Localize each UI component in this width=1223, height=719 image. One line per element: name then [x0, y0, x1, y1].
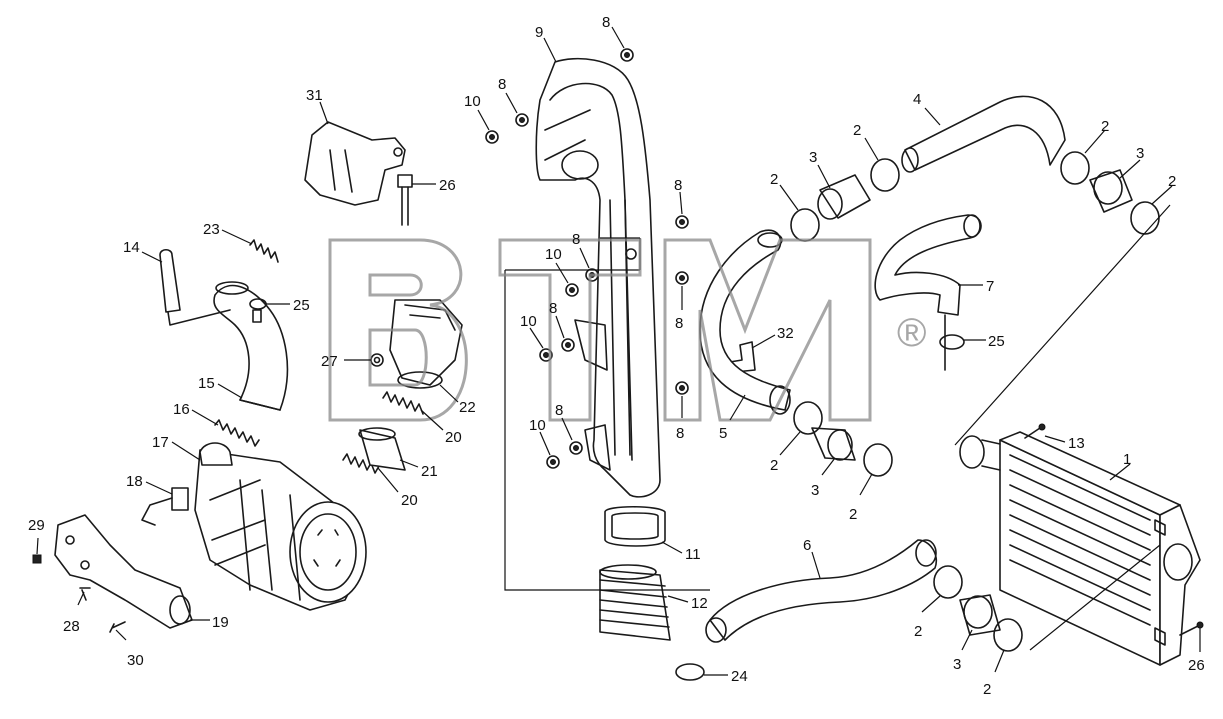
- part-21-coupling: [358, 427, 406, 471]
- callout-27: 27: [321, 353, 338, 370]
- part-16-clamp: [214, 419, 260, 447]
- callout-2g: 2: [914, 623, 922, 640]
- callout-2c: 2: [1101, 118, 1109, 135]
- part-8-10-fasteners: [485, 48, 689, 469]
- callout-10c: 10: [520, 313, 537, 330]
- part-3-coupling-b: [1089, 169, 1133, 213]
- callout-4: 4: [913, 91, 921, 108]
- callout-3c: 3: [811, 482, 819, 499]
- watermark-symbol: ®: [897, 311, 926, 355]
- callout-12: 12: [691, 595, 708, 612]
- part-24-clamp: [675, 663, 705, 681]
- callout-24: 24: [731, 668, 748, 685]
- part-3-coupling-c: [811, 427, 856, 461]
- callout-17: 17: [152, 434, 169, 451]
- callout-6: 6: [803, 537, 811, 554]
- callout-23: 23: [203, 221, 220, 238]
- callout-20b: 20: [401, 492, 418, 509]
- callout-14: 14: [123, 239, 140, 256]
- part-18-sensor: [141, 487, 189, 526]
- callout-7: 7: [986, 278, 994, 295]
- part-13-bolt: [1024, 423, 1046, 439]
- part-15-hose: [213, 281, 289, 411]
- part-2-clamps: [790, 151, 1160, 652]
- part-11-seal-ring: [604, 506, 666, 547]
- callout-8c: 8: [674, 177, 682, 194]
- callout-10b: 10: [545, 246, 562, 263]
- callout-22: 22: [459, 399, 476, 416]
- callout-25a: 25: [293, 297, 310, 314]
- callout-29: 29: [28, 517, 45, 534]
- callout-8e: 8: [675, 315, 683, 332]
- callout-2h: 2: [983, 681, 991, 698]
- callout-32: 32: [777, 325, 794, 342]
- assembly-lines: [504, 204, 1171, 651]
- part-26-bolt-right: [1179, 621, 1204, 636]
- callout-20a: 20: [445, 429, 462, 446]
- callout-26b: 26: [1188, 657, 1205, 674]
- callout-30: 30: [127, 652, 144, 669]
- part-28-bolt: [79, 587, 91, 601]
- callout-28: 28: [63, 618, 80, 635]
- callout-2e: 2: [770, 457, 778, 474]
- callout-8a: 8: [602, 14, 610, 31]
- callout-10a: 10: [464, 93, 481, 110]
- callout-2f: 2: [849, 506, 857, 523]
- callout-5: 5: [719, 425, 727, 442]
- callout-15: 15: [198, 375, 215, 392]
- callout-21: 21: [421, 463, 438, 480]
- callout-2b: 2: [770, 171, 778, 188]
- part-20-clamp-upper: [382, 391, 424, 415]
- part-14-small-hose: [159, 248, 231, 326]
- part-6-lower-hose: [705, 539, 937, 643]
- part-19-support-bracket: [54, 514, 193, 629]
- callout-9: 9: [535, 24, 543, 41]
- callouts: 1 2 2 2 2 2 2 2 2 2 3 3 3 3 4 5 6 7: [28, 14, 1205, 698]
- part-31-bracket: [304, 121, 406, 206]
- callout-13: 13: [1068, 435, 1085, 452]
- callout-8f: 8: [549, 300, 557, 317]
- callout-8d: 8: [572, 231, 580, 248]
- part-3-coupling-d: [959, 594, 1001, 636]
- part-27-nut: [370, 353, 384, 367]
- callout-8g: 8: [676, 425, 684, 442]
- callout-16: 16: [173, 401, 190, 418]
- part-7-elbow-hose: [874, 214, 982, 371]
- callout-11: 11: [685, 546, 701, 563]
- callout-26a: 26: [439, 177, 456, 194]
- callout-1: 1: [1123, 451, 1131, 468]
- callout-2d: 2: [1168, 173, 1176, 190]
- part-17-air-filter: [194, 442, 367, 611]
- part-12-bellows: [599, 564, 671, 641]
- part-25-clamp-right: [939, 334, 965, 350]
- callout-3b: 3: [1136, 145, 1144, 162]
- callout-25b: 25: [988, 333, 1005, 350]
- part-23-clamp: [249, 239, 279, 263]
- part-3-coupling-a: [817, 174, 871, 220]
- part-26-bolt-top: [397, 174, 413, 226]
- watermark: ®: [328, 238, 926, 422]
- part-1-intercooler: [959, 431, 1201, 666]
- callout-8h: 8: [555, 402, 563, 419]
- callout-31: 31: [306, 87, 323, 104]
- callout-3a: 3: [809, 149, 817, 166]
- callout-2a: 2: [853, 122, 861, 139]
- callout-18: 18: [126, 473, 143, 490]
- part-30-bolt: [109, 621, 126, 633]
- callout-3d: 3: [953, 656, 961, 673]
- callout-10d: 10: [529, 417, 546, 434]
- part-4-upper-hose: [901, 95, 1066, 173]
- part-29-bolt: [32, 554, 42, 564]
- callout-8b: 8: [498, 76, 506, 93]
- callout-19: 19: [212, 614, 229, 631]
- part-20-clamp-lower: [342, 453, 380, 474]
